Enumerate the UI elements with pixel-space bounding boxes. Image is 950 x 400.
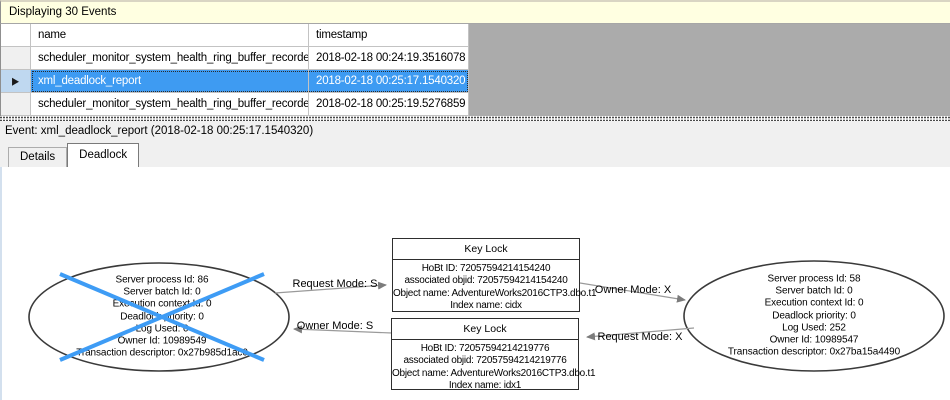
tab-details[interactable]: Details [8, 147, 68, 167]
events-count-header: Displaying 30 Events [0, 0, 950, 24]
cell-timestamp[interactable]: 2018-02-18 00:24:19.3516078 [309, 47, 469, 70]
event-summary-bar: Event: xml_deadlock_report (2018-02-18 0… [0, 121, 950, 143]
row-selector-header-cell[interactable] [1, 24, 31, 47]
row-selector-cell[interactable] [1, 93, 31, 116]
node-line: Index name: cidx [450, 300, 522, 312]
victim-process-node: Server process Id: 86 Server batch Id: 0… [76, 274, 248, 359]
edge-request-x-line [586, 327, 695, 341]
edge-label-owner-x: Owner Mode: X [594, 284, 672, 296]
node-line: Log Used: 0 [135, 323, 189, 335]
horizontal-splitter[interactable] [0, 116, 950, 121]
row-selector-cell[interactable]: ▶ [1, 70, 31, 93]
edge-label-request-x: Request Mode: X [597, 331, 683, 343]
node-line: Log Used: 252 [782, 322, 846, 334]
table-row[interactable]: scheduler_monitor_system_health_ring_buf… [1, 47, 950, 70]
event-summary-label: Event: xml_deadlock_report (2018-02-18 0… [5, 125, 314, 137]
node-line: associated objid: 72057594214219776 [403, 355, 567, 367]
node-line: Object name: AdventureWorks2016CTP3.dbo.… [392, 367, 596, 379]
node-line: HoBt ID: 72057594214219776 [420, 343, 550, 354]
cell-name[interactable]: xml_deadlock_report [31, 70, 309, 93]
node-line: associated objid: 72057594214154240 [404, 275, 568, 287]
node-line: Transaction descriptor: 0x27ba15a4490 [727, 346, 901, 358]
resource-node-key-lock-top: Key Lock HoBt ID: 72057594214154240 asso… [392, 238, 597, 312]
node-line: HoBt ID: 72057594214154240 [421, 263, 551, 274]
resource-title: Key Lock [392, 319, 578, 340]
tab-deadlock[interactable]: Deadlock [67, 143, 140, 167]
edge-owner-x-line [579, 282, 686, 303]
edge-request-s-line [274, 281, 387, 294]
tab-strip: Details Deadlock [0, 143, 950, 167]
table-row[interactable]: scheduler_monitor_system_health_ring_buf… [1, 93, 950, 116]
edge-label-owner-s: Owner Mode: S [296, 320, 374, 332]
column-header-timestamp[interactable]: timestamp [309, 24, 469, 47]
resource-title: Key Lock [393, 239, 579, 260]
cell-name[interactable]: scheduler_monitor_system_health_ring_buf… [31, 93, 309, 116]
deadlock-graph-canvas [28, 260, 945, 372]
events-grid: name timestamp scheduler_monitor_system_… [0, 24, 950, 116]
row-selector-cell[interactable] [1, 47, 31, 70]
table-row-selected[interactable]: ▶ xml_deadlock_report 2018-02-18 00:25:1… [1, 70, 950, 93]
node-line: Execution context Id: 0 [764, 297, 864, 309]
resource-node-key-lock-bottom: Key Lock HoBt ID: 72057594214219776 asso… [391, 318, 596, 392]
node-line: Server process Id: 58 [767, 273, 861, 285]
cell-timestamp[interactable]: 2018-02-18 00:25:19.5276859 [309, 93, 469, 116]
grid-header-row: name timestamp [1, 24, 950, 47]
current-row-arrow-icon: ▶ [12, 74, 19, 87]
events-count-label: Displaying 30 Events [9, 6, 117, 18]
node-line: Object name: AdventureWorks2016CTP3.dbo.… [393, 287, 597, 299]
cell-timestamp[interactable]: 2018-02-18 00:25:17.1540320 [309, 70, 469, 93]
node-line: Owner Id: 10989549 [117, 335, 207, 347]
column-header-name[interactable]: name [31, 24, 309, 47]
node-line: Server batch Id: 0 [123, 286, 201, 298]
node-line: Server process Id: 86 [115, 274, 209, 286]
deadlock-graph-panel: Server process Id: 86 Server batch Id: 0… [0, 167, 950, 400]
node-line: Deadlock priority: 0 [772, 309, 856, 321]
edge-label-request-s: Request Mode: S [292, 278, 378, 290]
cell-name[interactable]: scheduler_monitor_system_health_ring_buf… [31, 47, 309, 70]
node-line: Transaction descriptor: 0x27b985d1ac0 [76, 347, 248, 359]
other-process-node: Server process Id: 58 Server batch Id: 0… [728, 273, 900, 358]
node-line: Deadlock priority: 0 [120, 310, 204, 322]
node-line: Server batch Id: 0 [775, 285, 853, 297]
node-line: Owner Id: 10989547 [769, 334, 859, 346]
node-line: Index name: idx1 [448, 380, 522, 392]
other-process-ellipse [683, 260, 945, 372]
edge-owner-s-line [293, 325, 393, 334]
victim-process-ellipse [28, 262, 290, 372]
node-line: Execution context Id: 0 [112, 298, 212, 310]
